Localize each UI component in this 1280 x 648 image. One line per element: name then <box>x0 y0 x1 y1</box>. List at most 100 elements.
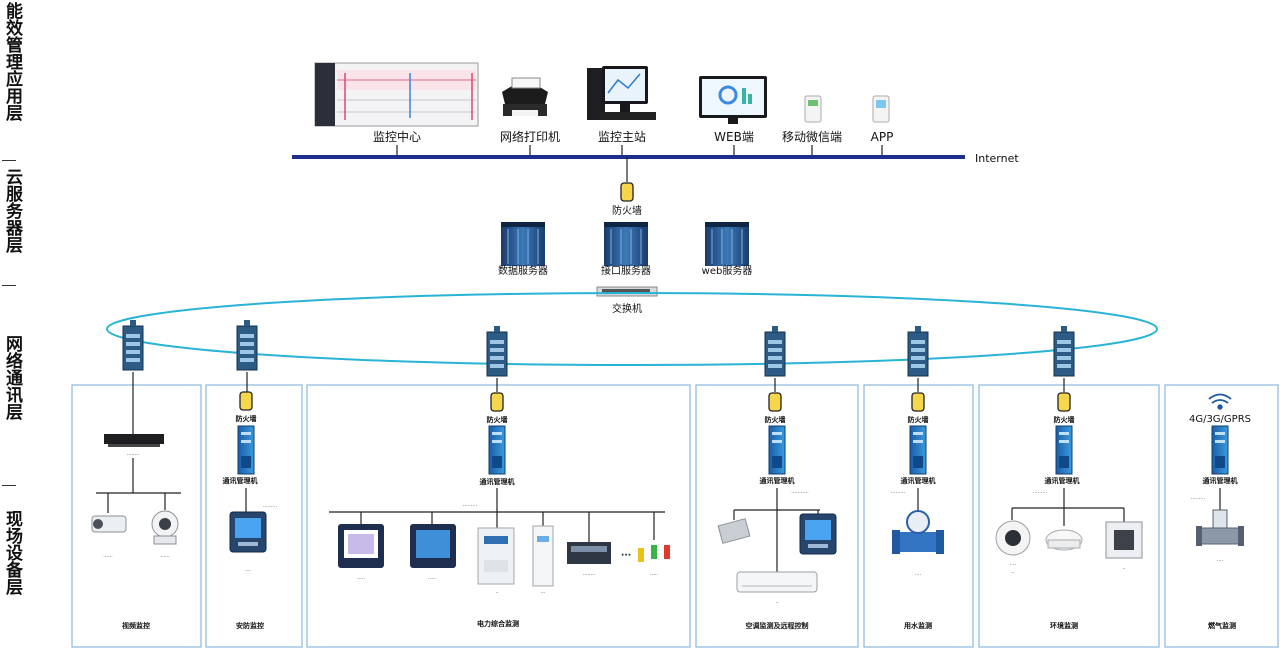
layer-label-app: 能效管理应用层 <box>2 2 22 121</box>
device-caption: ····· <box>428 576 436 582</box>
air-conditioner-icon <box>736 571 818 593</box>
interface-server-icon <box>603 221 649 267</box>
web-server-icon <box>704 221 750 267</box>
label-gateway: 通讯管理机 <box>1045 476 1080 485</box>
label-gateway: 通讯管理机 <box>480 477 515 486</box>
workstation-icon <box>587 66 656 120</box>
ring-switch-icon <box>907 325 929 377</box>
zone-security <box>205 384 303 648</box>
zone-gas <box>1164 384 1279 648</box>
label-field-firewall: 防火墙 <box>1054 415 1075 424</box>
label-wireless: 4G/3G/GPRS <box>1189 414 1251 425</box>
label-mobile: 移动微信端 <box>782 130 842 144</box>
app-icon <box>872 95 890 123</box>
device-caption: ····· <box>357 576 365 582</box>
label-data-server: 数据服务器 <box>498 264 548 277</box>
label-printer: 网络打印机 <box>500 129 560 144</box>
firewall-icon <box>620 182 634 202</box>
firewall-icon <box>239 391 253 411</box>
zone-hvac <box>695 384 859 648</box>
dome-camera-icon <box>151 510 179 545</box>
zone-label-video: 视频监控 <box>122 621 150 630</box>
zone-env <box>978 384 1160 648</box>
firewall-icon <box>1057 392 1071 412</box>
printer-icon <box>502 77 548 116</box>
monitor-center-screen <box>314 62 479 127</box>
device-caption: ········ <box>583 572 596 578</box>
bus-caption: ········· <box>1033 490 1048 496</box>
power-meter-icon <box>338 524 384 568</box>
layer-divider <box>2 285 16 286</box>
label-internet: Internet <box>975 152 1019 165</box>
gateway-icon <box>237 425 255 475</box>
label-gateway: 通讯管理机 <box>901 476 936 485</box>
gas-meter-icon <box>1196 509 1244 546</box>
phone-icon <box>804 95 822 123</box>
data-server-icon <box>500 221 546 267</box>
device-caption: ···· <box>245 568 252 574</box>
hvac-controller-icon <box>717 518 751 544</box>
access-control-icon <box>1105 521 1143 559</box>
firewall-icon <box>490 392 504 412</box>
core-switch-icon <box>596 286 658 297</box>
label-master-station: 监控主站 <box>598 130 646 144</box>
zone-label-env: 环境监测 <box>1050 621 1078 630</box>
cabinet-icon <box>477 527 515 585</box>
layer-label-cloud: 云服务器层 <box>2 168 22 253</box>
power-meter-icon <box>410 524 456 568</box>
ellipsis: ··· <box>621 551 631 561</box>
ring-switch-icon <box>764 325 786 377</box>
bus-caption: ········· <box>891 490 906 496</box>
label-field-firewall: 防火墙 <box>765 415 786 424</box>
smoke-detector-icon <box>995 520 1031 556</box>
label-web-server: web服务器 <box>702 264 753 277</box>
label-field-firewall: 防火墙 <box>236 414 257 423</box>
layer-divider <box>2 160 16 161</box>
hvac-meter-icon <box>799 513 837 555</box>
gateway-icon <box>1055 425 1073 475</box>
zone-label-hvac: 空调监测及远程控制 <box>746 621 809 630</box>
device-caption: ·· <box>1122 566 1126 572</box>
security-device-icon <box>229 511 267 553</box>
nvr-icon <box>104 434 164 447</box>
label-app: APP <box>871 130 894 144</box>
temperature-sensor-icon <box>1045 529 1083 551</box>
cabinet-icon <box>532 525 554 587</box>
firewall-icon <box>768 392 782 412</box>
zone-label-security: 安防监控 <box>236 621 264 630</box>
device-caption: ····· <box>650 572 658 578</box>
device-caption: ···· <box>915 572 922 578</box>
firewall-icon <box>911 392 925 412</box>
ring-switch-icon <box>486 325 508 377</box>
sensor-icons <box>638 545 670 562</box>
label-gateway: 通讯管理机 <box>223 476 258 485</box>
gateway-icon <box>1211 425 1229 475</box>
label-field-firewall: 防火墙 <box>908 415 929 424</box>
camera-caption: ······ <box>160 554 170 560</box>
ring-network <box>106 292 1158 366</box>
label-interface-server: 接口服务器 <box>601 264 651 277</box>
device-caption: ···· <box>1217 558 1224 564</box>
layer-label-network: 网络通讯层 <box>2 335 22 420</box>
device-caption: ·· <box>495 590 499 596</box>
zone-video <box>71 384 202 648</box>
zone-label-water: 用水监测 <box>904 621 932 630</box>
device-caption: ·· <box>1011 570 1015 576</box>
bullet-camera-icon <box>91 515 127 533</box>
water-meter-icon <box>892 510 944 554</box>
zone-power <box>306 384 691 648</box>
bus-caption: ········· <box>1191 496 1206 502</box>
monitor-device-icon <box>567 542 611 564</box>
gateway-icon <box>768 425 786 475</box>
device-caption: ··· <box>541 590 546 596</box>
zone-label-gas: 燃气监测 <box>1207 621 1236 630</box>
nvr-caption: ········ <box>127 452 140 458</box>
label-field-firewall: 防火墙 <box>487 415 508 424</box>
label-cloud-firewall: 防火墙 <box>612 204 642 217</box>
bus-caption: ········· <box>463 503 478 509</box>
label-gateway: 通讯管理机 <box>1203 476 1238 485</box>
layer-label-field: 现场设备层 <box>2 510 22 595</box>
camera-caption: ······ <box>103 554 113 560</box>
ring-switch-icon <box>1053 325 1075 377</box>
